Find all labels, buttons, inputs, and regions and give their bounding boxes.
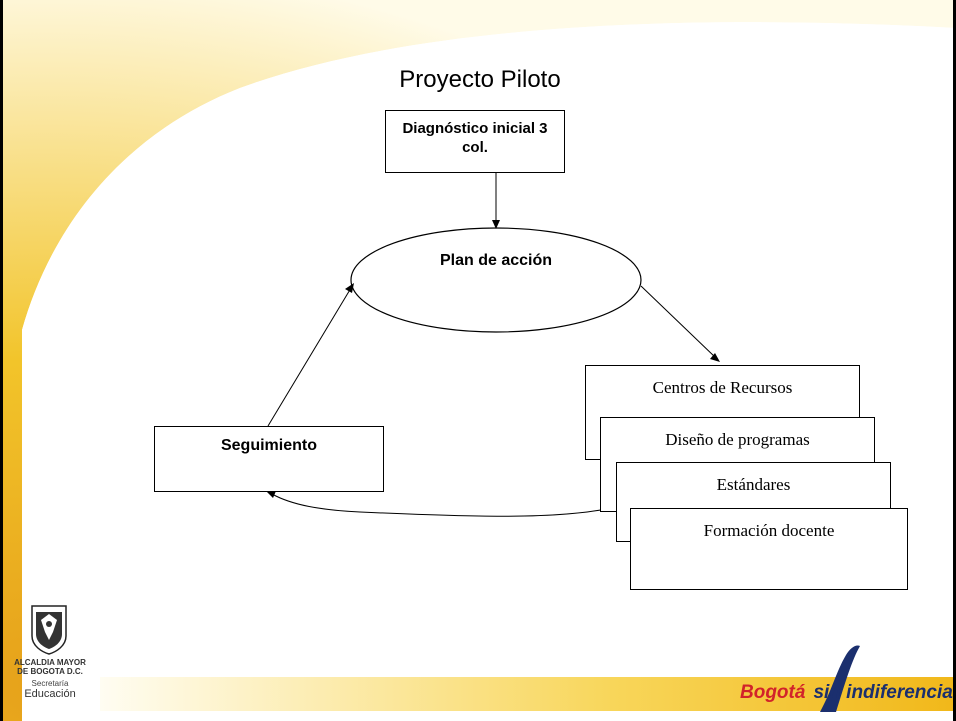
plan-ellipse-label: Plan de acción (439, 252, 553, 269)
brand-slash-icon (820, 645, 860, 712)
arrowhead-down-right-icon (710, 353, 720, 362)
logo-line3: Secretaría (31, 679, 69, 688)
diagnostic-label-line2: col. (462, 139, 488, 156)
card-label: Formación docente (703, 521, 835, 540)
card-label: Diseño de programas (665, 430, 810, 449)
brand-part2: sin indiferencia (813, 682, 953, 703)
followup-label: Seguimiento (220, 437, 317, 454)
right-border (953, 0, 956, 721)
arrowhead-down-icon (492, 220, 500, 229)
arrowhead-left-icon (266, 491, 276, 498)
arrow-followup-to-plan (267, 287, 352, 427)
followup-box: Seguimiento (154, 426, 384, 492)
logo-line4: Educación (24, 688, 76, 700)
logo-line2: DE BOGOTA D.C. (17, 667, 83, 676)
card-label: Centros de Recursos (652, 378, 793, 397)
footer-bar (100, 677, 953, 711)
card-label: Estándares (716, 475, 791, 494)
arrowhead-up-right-icon (345, 283, 354, 293)
slide-title: Proyecto Piloto (399, 66, 561, 93)
alcaldia-logo: ALCALDIA MAYOR DE BOGOTA D.C. Secretaría… (4, 600, 96, 720)
arrow-cards-to-followup (271, 493, 617, 517)
brand-part1: Bogotá (740, 682, 806, 703)
card-formacion-docente: Formación docente (630, 508, 908, 590)
diagnostic-label-line1: Diagnóstico inicial 3 (402, 120, 548, 137)
plan-ellipse-shape (350, 227, 642, 333)
brand-logo: Bogotá sin indiferencia (740, 682, 953, 704)
arrow-plan-to-cards (640, 285, 717, 359)
logo-line1: ALCALDIA MAYOR (14, 658, 86, 667)
left-border (0, 0, 3, 721)
diagnostic-box: Diagnóstico inicial 3 col. (385, 110, 565, 173)
bogota-crest-icon (31, 605, 67, 655)
